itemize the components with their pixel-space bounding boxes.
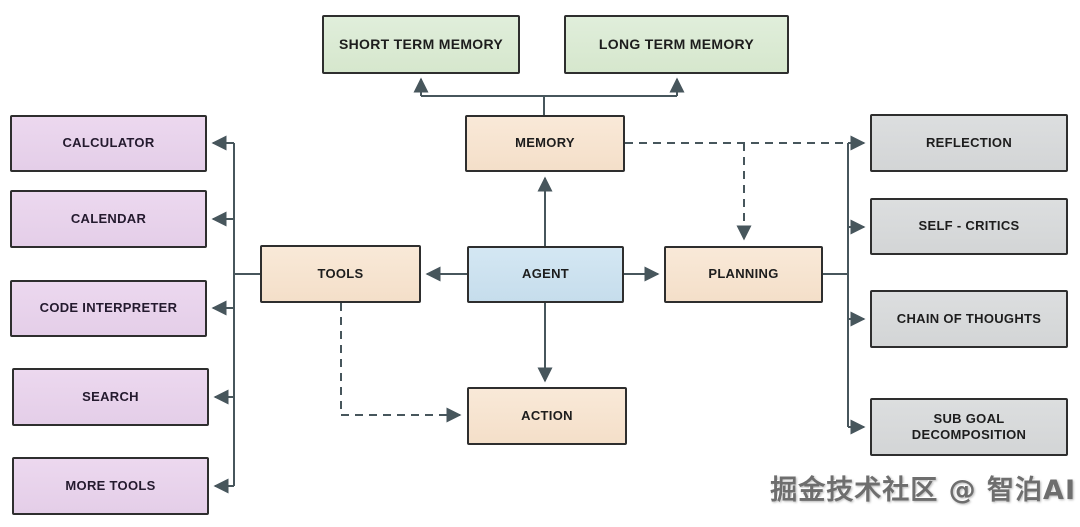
node-label: REFLECTION (925, 134, 1013, 150)
node-label: CALENDAR (70, 210, 147, 226)
node-label: CHAIN OF THOUGHTS (896, 310, 1042, 326)
node-calendar: CALENDAR (10, 190, 207, 248)
node-long-term-memory: LONG TERM MEMORY (564, 15, 789, 74)
node-label: MORE TOOLS (65, 477, 156, 493)
node-label: SUB GOAL DECOMPOSITION (911, 410, 1027, 442)
node-memory: MEMORY (465, 115, 625, 172)
watermark-text: 掘金技术社区 @ 智泊AI (770, 475, 1076, 506)
node-label: TOOLS (317, 265, 364, 281)
node-label: ACTION (521, 407, 573, 423)
node-reflection: REFLECTION (870, 114, 1068, 172)
node-search: SEARCH (12, 368, 209, 426)
node-label: AGENT (522, 266, 569, 282)
node-agent: AGENT (467, 246, 624, 303)
node-label: MEMORY (515, 135, 575, 151)
node-code-interpreter: CODE INTERPRETER (10, 280, 207, 337)
node-sub-goal-decomposition: SUB GOAL DECOMPOSITION (870, 398, 1068, 456)
node-more-tools: MORE TOOLS (12, 457, 209, 515)
node-label: PLANNING (708, 266, 779, 282)
edge-tools-action-dashed (340, 303, 462, 423)
node-label: CALCULATOR (62, 135, 155, 151)
node-chain-of-thoughts: CHAIN OF THOUGHTS (870, 290, 1068, 348)
node-label: CODE INTERPRETER (39, 300, 178, 316)
node-calculator: CALCULATOR (10, 115, 207, 172)
node-label: SHORT TERM MEMORY (338, 35, 504, 52)
node-tools: TOOLS (260, 245, 421, 303)
node-short-term-memory: SHORT TERM MEMORY (322, 15, 520, 74)
node-label: SEARCH (82, 388, 139, 404)
node-label: LONG TERM MEMORY (598, 35, 755, 52)
node-action: ACTION (467, 387, 627, 445)
node-label: SELF - CRITICS (918, 218, 1020, 234)
node-planning: PLANNING (664, 246, 823, 303)
node-self-critics: SELF - CRITICS (870, 198, 1068, 255)
